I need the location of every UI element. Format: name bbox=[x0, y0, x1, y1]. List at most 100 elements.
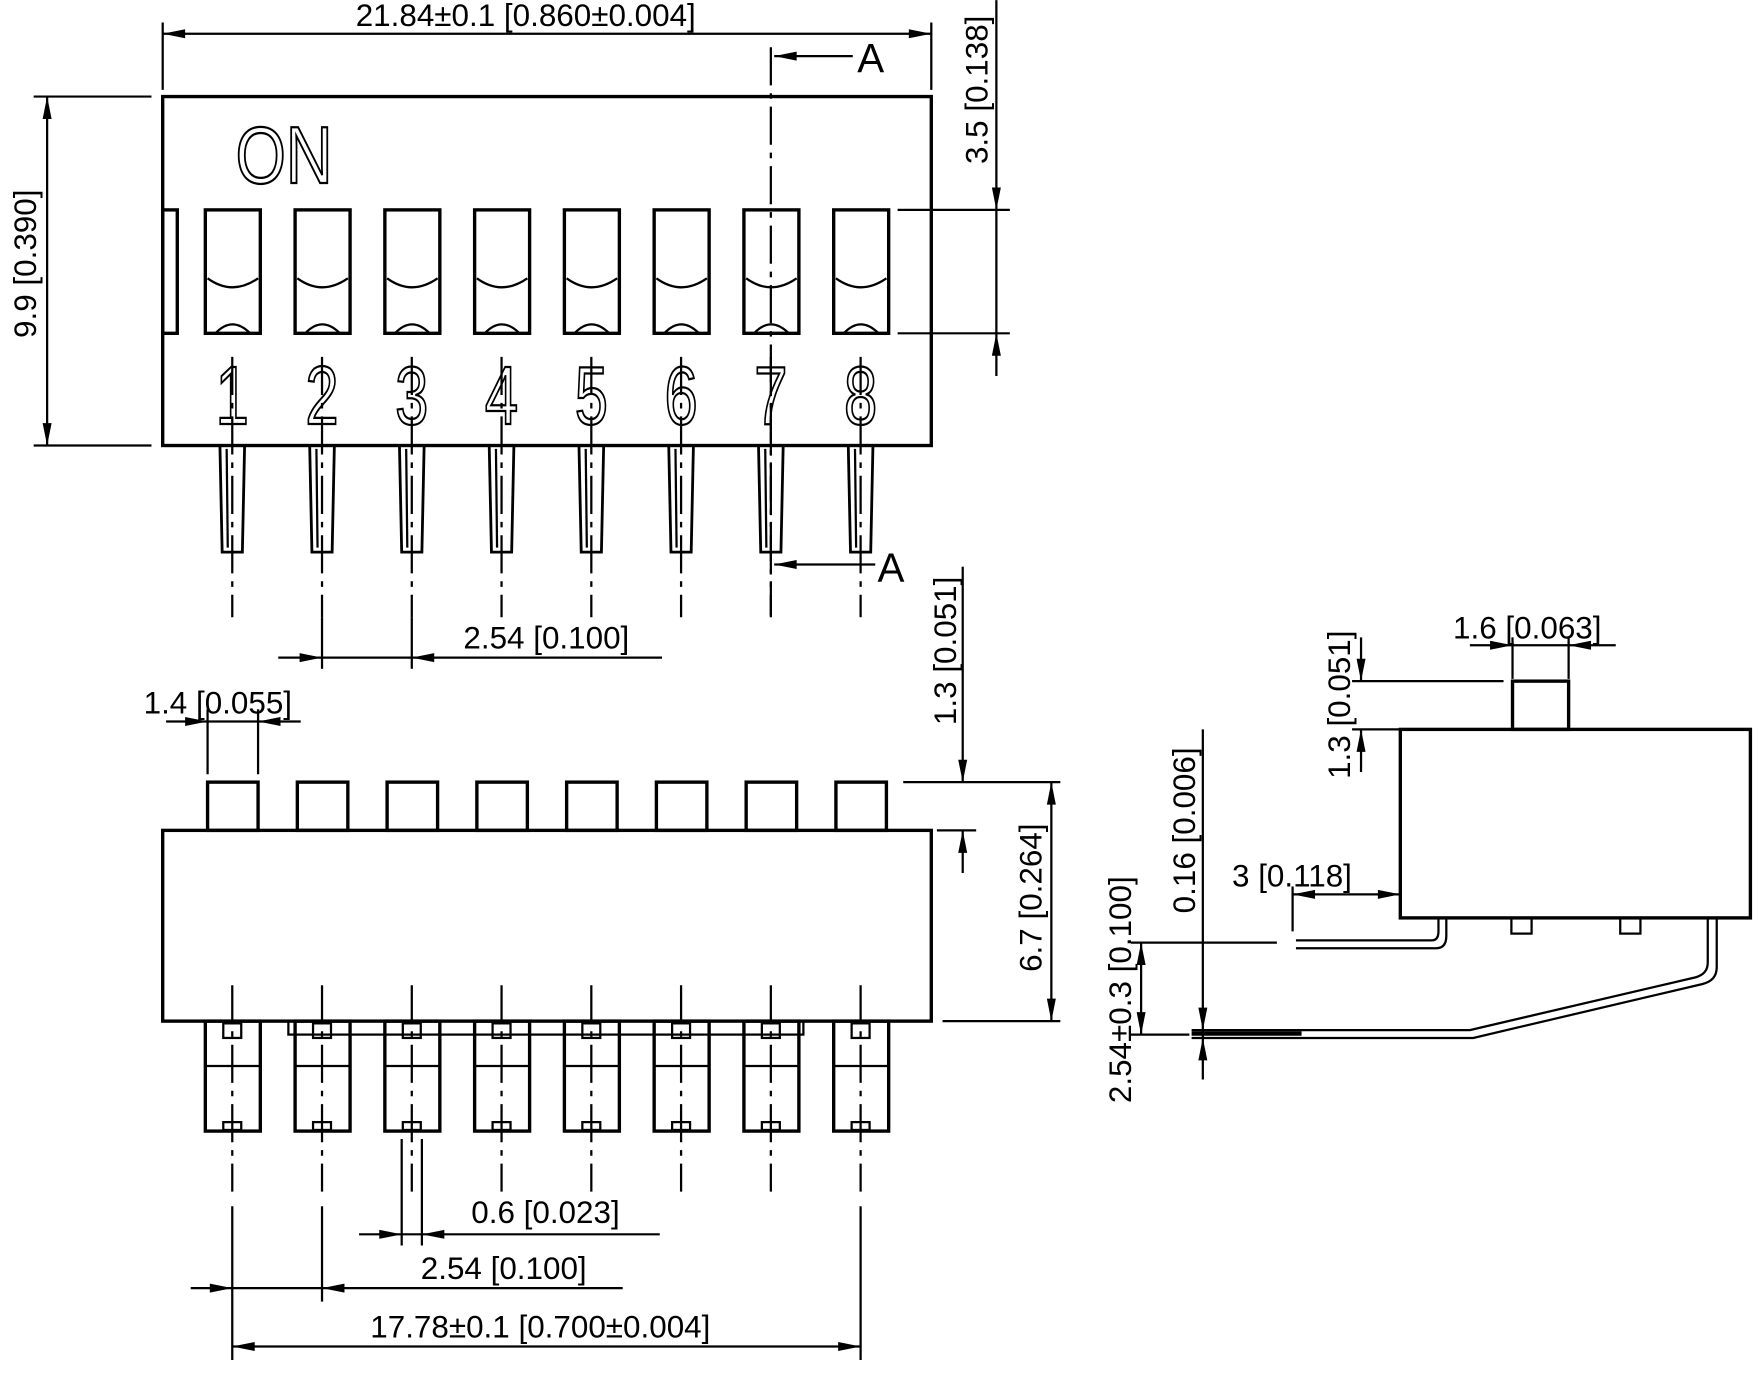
pin-offset-dimension: 3 [0.118] bbox=[1232, 858, 1352, 893]
top-view-pin-edge-1 bbox=[225, 448, 229, 548]
switch-number-8: 8 bbox=[844, 351, 877, 443]
side-view-body bbox=[1398, 727, 1753, 920]
pin-thickness-arrow-bottom bbox=[1198, 1037, 1208, 1061]
side-actuator-height-arrow-top bbox=[1356, 658, 1366, 682]
pin-span-arrow-right bbox=[838, 1342, 861, 1352]
drawing-labels: ON 1 2 3 4 5 6 7 8 A A 21.84±0.1 [0.860±… bbox=[8, 0, 1602, 1345]
body-width-dimension: 9.9 [0.390] bbox=[8, 190, 43, 338]
side-view-short-pin-inner bbox=[1295, 917, 1440, 942]
overall-length-arrow-right bbox=[908, 29, 932, 39]
top-view-side-slot bbox=[161, 208, 179, 335]
top-view-pin-edge-2 bbox=[315, 448, 319, 548]
front-view-actuator-5 bbox=[564, 780, 619, 833]
pin-width-arrow-right bbox=[421, 1229, 445, 1239]
window-length-dimension: 3.5 [0.138] bbox=[959, 16, 994, 164]
on-label: ON bbox=[236, 110, 333, 201]
top-pitch-arrow-right bbox=[411, 653, 435, 663]
switch-window-2 bbox=[293, 208, 352, 335]
body-height-arrow-bottom bbox=[1046, 998, 1056, 1022]
side-actuator-width-arrow-right bbox=[1568, 640, 1592, 650]
side-actuator-width-arrow-left bbox=[1490, 640, 1513, 650]
pin-span-dimension: 17.78±0.1 [0.700±0.004] bbox=[370, 1310, 710, 1345]
switch-window-4 bbox=[472, 208, 532, 335]
switch-actuator-arc-4 bbox=[483, 323, 521, 335]
front-view-actuator-8 bbox=[834, 780, 889, 833]
body-width-arrow-bottom bbox=[42, 423, 52, 446]
section-a-top-arrow bbox=[774, 51, 797, 61]
switch-number-2: 2 bbox=[305, 351, 338, 443]
front-view-actuator-4 bbox=[475, 780, 530, 833]
body-width-arrow-top bbox=[42, 96, 52, 120]
switch-number-6: 6 bbox=[664, 351, 697, 443]
top-view-pin-edge-6 bbox=[674, 448, 678, 548]
drawing-geometry bbox=[33, 0, 1753, 1360]
switch-window-1 bbox=[203, 208, 262, 335]
side-view-actuator bbox=[1510, 679, 1571, 732]
side-view-long-pin-outer bbox=[1191, 917, 1718, 1040]
pin-length-arrow-top bbox=[1136, 942, 1146, 966]
front-actuator-height-dimension: 1.3 [0.051] bbox=[928, 577, 963, 725]
top-view-pin-edge-4 bbox=[494, 448, 499, 548]
switch-actuator-5 bbox=[565, 277, 618, 289]
front-view-actuator-7 bbox=[744, 780, 799, 833]
window-length-arrow-top bbox=[991, 187, 1001, 210]
section-marker-bottom: A bbox=[877, 544, 904, 590]
switch-window-8 bbox=[831, 208, 891, 335]
side-actuator-height-arrow-bottom bbox=[1356, 729, 1366, 752]
front-view-actuator-2 bbox=[295, 780, 350, 833]
switch-actuator-arc-2 bbox=[304, 323, 341, 335]
top-view-pin-edge-3 bbox=[405, 448, 409, 548]
side-actuator-height-dimension: 1.3 [0.051] bbox=[1322, 630, 1357, 778]
pin-width-dimension: 0.6 [0.023] bbox=[471, 1195, 619, 1230]
switch-number-4: 4 bbox=[485, 351, 518, 443]
switch-actuator-arc-1 bbox=[214, 323, 252, 335]
side-view-standoff-1 bbox=[1510, 916, 1533, 935]
top-view-pin-edge-5 bbox=[584, 448, 588, 548]
section-marker-top: A bbox=[857, 35, 884, 81]
top-pin-pitch-dimension: 2.54 [0.100] bbox=[463, 621, 629, 656]
switch-actuator-2 bbox=[296, 277, 349, 289]
switch-actuator-8 bbox=[835, 277, 888, 289]
switch-actuator-1 bbox=[206, 277, 259, 289]
front-view-actuator-3 bbox=[385, 780, 440, 833]
front-actuator-height-arrow-top bbox=[958, 759, 968, 783]
switch-actuator-arc-8 bbox=[842, 323, 880, 335]
actuator-width-dimension: 1.4 [0.055] bbox=[144, 686, 292, 721]
top-pitch-arrow-left bbox=[299, 653, 323, 663]
pin-length-dimension: 2.54±0.3 [0.100] bbox=[1103, 876, 1138, 1103]
front-view-actuator-1 bbox=[205, 780, 260, 833]
switch-actuator-4 bbox=[476, 277, 529, 289]
pin-length-arrow-bottom bbox=[1136, 1012, 1146, 1035]
front-view-actuator-6 bbox=[654, 780, 709, 833]
switch-window-5 bbox=[562, 208, 622, 335]
pin-offset-arrow-right bbox=[1377, 889, 1401, 899]
switch-actuator-arc-7 bbox=[753, 323, 790, 335]
side-view-long-pin-inner bbox=[1191, 917, 1709, 1032]
switch-actuator-arc-6 bbox=[663, 323, 700, 335]
overall-length-arrow-left bbox=[162, 29, 186, 39]
switch-actuator-3 bbox=[386, 277, 439, 289]
pin-width-arrow-left bbox=[379, 1229, 402, 1239]
top-view-pin-edge-8 bbox=[853, 448, 858, 548]
switch-actuator-arc-5 bbox=[573, 323, 611, 335]
overall-length-dimension: 21.84±0.1 [0.860±0.004] bbox=[356, 0, 696, 33]
switch-actuator-6 bbox=[655, 277, 708, 289]
pin-thickness-dimension: 0.16 [0.006] bbox=[1167, 747, 1202, 913]
body-height-arrow-top bbox=[1046, 782, 1056, 805]
switch-number-5: 5 bbox=[575, 351, 608, 443]
pin-thickness-arrow-top bbox=[1198, 1007, 1208, 1031]
bottom-pitch-arrow-left bbox=[209, 1283, 233, 1293]
section-a-bottom-arrow bbox=[774, 559, 797, 569]
switch-window-6 bbox=[652, 208, 711, 335]
switch-number-3: 3 bbox=[395, 351, 428, 443]
window-length-arrow-bottom bbox=[991, 333, 1001, 356]
side-actuator-width-dimension: 1.6 [0.063] bbox=[1453, 611, 1601, 646]
pin-offset-arrow-left bbox=[1292, 889, 1316, 899]
switch-actuator-arc-3 bbox=[394, 323, 431, 335]
switch-number-1: 1 bbox=[216, 351, 249, 443]
front-view-base-strip bbox=[287, 1020, 805, 1036]
bottom-pitch-arrow-right bbox=[322, 1283, 345, 1293]
front-actuator-height-arrow-bottom bbox=[958, 830, 968, 853]
